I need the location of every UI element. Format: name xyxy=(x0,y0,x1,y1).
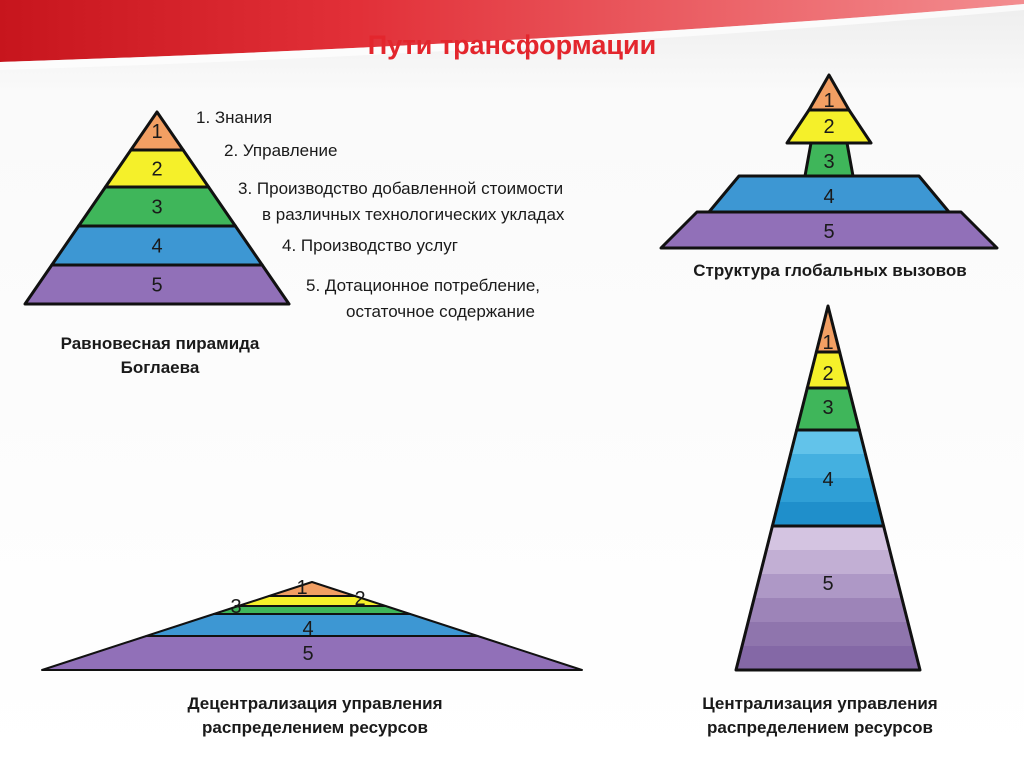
pyramid-decentral-label-2: 2 xyxy=(354,588,365,610)
pyramid-central-level-4-stripe xyxy=(784,454,872,478)
caption-decentral-line-1: Децентрализация управления xyxy=(187,694,443,713)
pyramid-central-level-5-stripe xyxy=(742,622,914,646)
pyramid-central: 1 2 3 4 5 xyxy=(734,304,922,672)
pyramid-global-label-5: 5 xyxy=(823,221,834,243)
legend-item-2: 2. Управление xyxy=(224,141,338,160)
caption-global: Структура глобальных вызовов xyxy=(640,259,1020,283)
pyramid-global-label-2: 2 xyxy=(823,116,834,138)
legend-item-3-line-2: в различных технологических укладах xyxy=(262,205,565,224)
pyramid-central-level-4-stripe xyxy=(772,502,884,526)
pyramid-central-label-4: 4 xyxy=(822,469,833,491)
pyramid-global-label-3: 3 xyxy=(823,151,834,173)
pyramid-central-level-5 xyxy=(734,524,922,672)
pyramid-central-level-5-stripe xyxy=(736,646,920,670)
pyramid-central-level-5-stripe xyxy=(754,574,902,598)
pyramid-boglaev-label-3: 3 xyxy=(151,197,162,219)
caption-boglaev-line-2: Боглаева xyxy=(120,358,200,377)
legend-item-4: 4. Производство услуг xyxy=(282,236,458,255)
pyramid-global-level-5 xyxy=(659,210,999,250)
caption-boglaev-line-1: Равновесная пирамида xyxy=(60,334,260,353)
caption-decentral-line-2: распределением ресурсов xyxy=(202,718,428,737)
pyramid-global-label-1: 1 xyxy=(823,90,834,112)
pyramid-central-label-2: 2 xyxy=(822,363,833,385)
pyramid-central-level-5-stripe xyxy=(748,598,908,622)
pyramid-central-level-4-stripe xyxy=(790,430,866,454)
pyramid-boglaev-level-5 xyxy=(23,263,291,306)
pyramid-decentral-level-1 xyxy=(268,581,356,597)
pyramid-central-label-5: 5 xyxy=(822,573,833,595)
pyramid-global-level-2 xyxy=(785,108,873,145)
legend-item-5-line-1: 5. Дотационное потребление, xyxy=(306,276,541,295)
pyramid-central-level-4-stripe xyxy=(778,478,878,502)
legend-item-3-line-1: 3. Производство добавленной стоимости xyxy=(238,179,564,198)
pyramid-decentral-level-5 xyxy=(41,635,583,671)
pyramid-decentral-label-5: 5 xyxy=(302,643,313,665)
pyramid-global-label-4: 4 xyxy=(823,186,834,208)
caption-central-line-2: распределением ресурсов xyxy=(707,718,933,737)
caption-central: Централизация управления распределением … xyxy=(645,692,995,740)
pyramid-decentral-label-4: 4 xyxy=(302,618,313,640)
pyramid-global: 1 2 3 4 5 xyxy=(659,73,999,250)
pyramid-boglaev-label-4: 4 xyxy=(151,236,162,258)
caption-central-line-1: Централизация управления xyxy=(702,694,938,713)
pyramid-decentral-level-3 xyxy=(212,605,412,615)
pyramid-central-level-5-stripe xyxy=(766,526,890,550)
caption-global-line-1: Структура глобальных вызовов xyxy=(693,261,967,280)
caption-boglaev: Равновесная пирамида Боглаева xyxy=(20,332,300,380)
pyramid-boglaev: 1 2 3 4 5 xyxy=(23,110,291,306)
pyramid-boglaev-label-5: 5 xyxy=(151,275,162,297)
pyramid-decentral-label-1: 1 xyxy=(296,577,307,599)
pyramid-central-level-5-stripe xyxy=(760,550,896,574)
pyramid-boglaev-label-1: 1 xyxy=(151,121,162,143)
pyramid-decentral: 1 2 3 4 5 xyxy=(41,577,583,671)
pyramid-central-label-3: 3 xyxy=(822,397,833,419)
slide-title: Пути трансформации xyxy=(367,30,657,60)
legend-item-1: 1. Знания xyxy=(196,108,273,127)
legend-item-5-line-2: остаточное содержание xyxy=(346,302,535,321)
caption-decentral: Децентрализация управления распределение… xyxy=(130,692,500,740)
pyramid-boglaev-label-2: 2 xyxy=(151,159,162,181)
pyramid-decentral-label-3: 3 xyxy=(230,596,241,618)
pyramid-central-label-1: 1 xyxy=(822,332,833,354)
